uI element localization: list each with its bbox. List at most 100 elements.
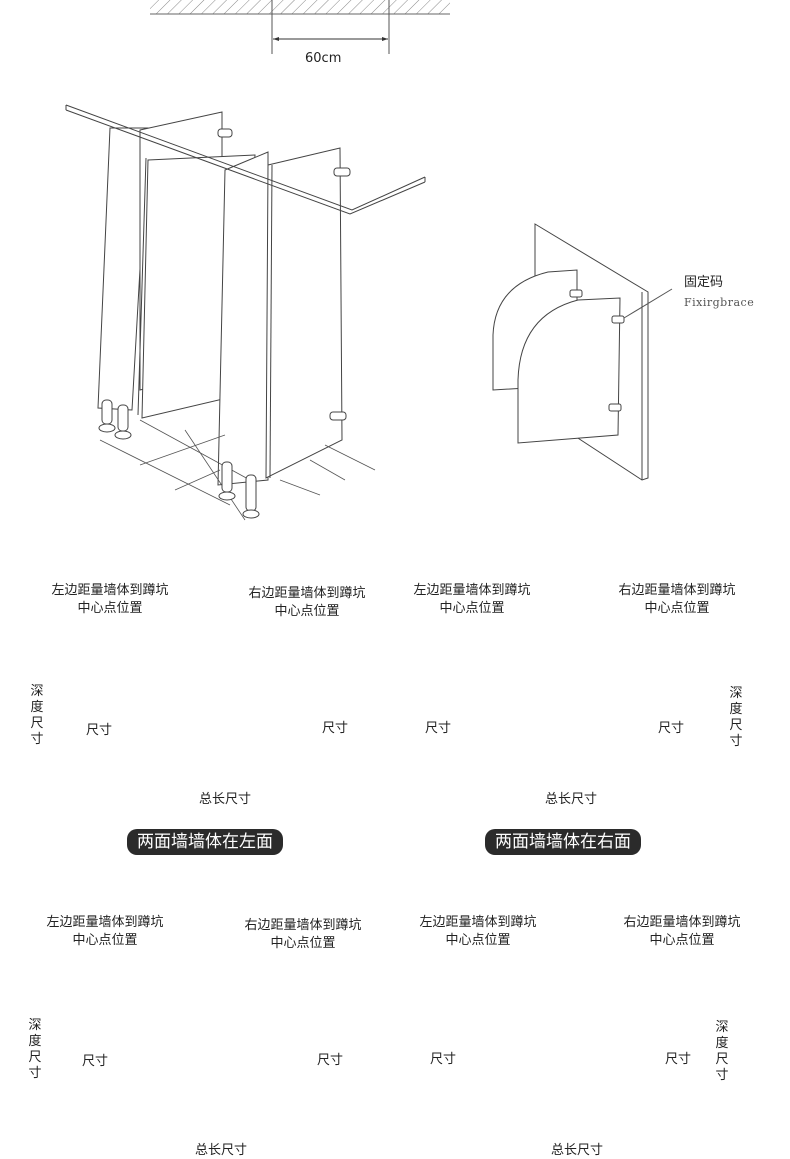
bracket-icon xyxy=(333,167,351,177)
curved-panel-front xyxy=(517,297,621,444)
d3-depth-label: 深度尺寸 xyxy=(28,1018,42,1081)
d1-left-size-arrow-head-left xyxy=(84,711,91,719)
middle-pilaster xyxy=(217,151,269,486)
bracket-icon xyxy=(569,289,583,298)
top-wall-dimension-drawing xyxy=(150,0,450,54)
d2-depth-label: 深度尺寸 xyxy=(729,686,743,749)
d2-left-note-line1: 左边距量墙体到蹲坑 xyxy=(413,583,531,598)
right-side-panel xyxy=(265,147,343,479)
d3-squat-toilet-3-break-mask xyxy=(273,1078,317,1100)
bracket-icon xyxy=(329,411,347,421)
bracket-icon xyxy=(217,128,233,138)
d2-squat-toilet-1 xyxy=(454,683,492,747)
d3-left-wall-upper xyxy=(56,981,79,1079)
d2-left-size-label: 尺寸 xyxy=(425,721,452,736)
d4-squat-toilet-3 xyxy=(624,1015,662,1075)
d2-left-note-arrow-head xyxy=(437,679,445,686)
d4-left-size-arrow-head-right xyxy=(467,1041,474,1049)
d3-left-note-arrow-head xyxy=(95,1011,103,1018)
d2-right-size-arrow-head-right xyxy=(684,711,691,719)
d4-total-label: 总长尺寸 xyxy=(550,1143,603,1158)
d4-depth-arrowhead xyxy=(705,1118,713,1126)
d1-top-wall-label: 墙体 xyxy=(211,652,238,667)
d1-total-label: 总长尺寸 xyxy=(198,792,251,807)
d3-right-note-line2: 中心点位置 xyxy=(270,936,336,951)
d3-left-wall-lower xyxy=(56,1098,79,1146)
d4-squat-toilet-2-lower-part xyxy=(543,1099,577,1109)
top-rail xyxy=(65,104,426,215)
d1-right-size-label: 尺寸 xyxy=(322,721,349,736)
d4-squat-toilet-1 xyxy=(459,1015,497,1075)
d3-squat-toilet-2 xyxy=(195,1015,233,1075)
d3-right-size-arrow-head-right xyxy=(341,1043,348,1051)
d4-squat-toilet-3-break-mask xyxy=(621,1078,665,1100)
fixing-brace-detail-drawing xyxy=(492,223,673,481)
d2-left-size-arrow-head-left xyxy=(422,711,429,719)
d1-depth-arrowhead xyxy=(48,768,56,776)
d2-total-label: 总长尺寸 xyxy=(544,792,597,807)
d4-top-wall-label: 墙体 xyxy=(552,984,579,999)
d2-caption-badge: 两面墙墙体在右面 xyxy=(485,829,641,855)
d2-right-note-line1: 右边距量墙体到蹲坑 xyxy=(618,583,736,598)
d3-left-size-arrow-head-right xyxy=(120,1043,127,1051)
d2-right-size-label: 尺寸 xyxy=(658,721,685,736)
d1-right-size-arrow-head-right xyxy=(346,711,353,719)
d4-squat-toilet-2 xyxy=(541,1015,579,1075)
d4-squat-toilet-2-break-mask xyxy=(538,1078,582,1100)
d3-squat-toilet-1 xyxy=(113,1015,151,1075)
d3-right-note-arrow-head xyxy=(327,1011,335,1018)
d2-left-size-arrow-head-right xyxy=(461,711,468,719)
d4-right-size-label: 尺寸 xyxy=(665,1052,692,1067)
d2-depth-arrowhead xyxy=(720,767,728,775)
d3-squat-toilet-1-break-mask xyxy=(110,1078,154,1100)
d2-left-note-line2: 中心点位置 xyxy=(439,601,505,616)
d2-right-size-arrow-head-left xyxy=(641,711,648,719)
d4-right-note-arrow-head xyxy=(674,1011,682,1018)
d3-right-note-line1: 右边距量墙体到蹲坑 xyxy=(244,918,362,933)
d3-right-wall-upper xyxy=(349,981,372,1079)
d3-total-label: 总长尺寸 xyxy=(194,1143,247,1158)
d3-top-wall-label: 墙体 xyxy=(207,985,234,1000)
d4-left-note-line1: 左边距量墙体到蹲坑 xyxy=(419,915,537,930)
d2-right-note-line2: 中心点位置 xyxy=(644,601,710,616)
d2-squat-toilet-3 xyxy=(619,683,657,747)
d4-left-note-arrow-head xyxy=(443,1011,451,1018)
d1-left-note-line1: 左边距量墙体到蹲坑 xyxy=(51,583,169,598)
bracket-icon xyxy=(608,403,622,412)
d4-right-note-line2: 中心点位置 xyxy=(649,933,715,948)
d3-squat-toilet-1-lower-part xyxy=(115,1099,149,1109)
d3-left-size-arrow-head-left xyxy=(80,1043,87,1051)
d1-right-note-line2: 中心点位置 xyxy=(274,604,340,619)
d3-left-note-line2: 中心点位置 xyxy=(72,933,138,948)
partition-3d-drawing xyxy=(65,104,426,521)
fixing-brace-label-en: Fixirgbrace xyxy=(684,296,755,309)
d3-squat-toilet-2-break-mask xyxy=(192,1078,236,1100)
d4-depth-label: 深度尺寸 xyxy=(715,1020,729,1083)
dimension-60cm-label: 60cm xyxy=(305,51,342,66)
d1-left-size-arrow-head-right xyxy=(124,711,131,719)
d1-side-wall-label: 墙体 xyxy=(64,700,78,730)
d3-right-wall-lower xyxy=(349,1098,372,1146)
d1-squat-toilet-3 xyxy=(283,683,321,747)
d4-left-size-label: 尺寸 xyxy=(430,1052,457,1067)
d3-squat-toilet-3-lower-part xyxy=(278,1099,312,1109)
d3-left-note-line1: 左边距量墙体到蹲坑 xyxy=(46,915,164,930)
d1-left-note-arrow-head xyxy=(99,679,107,686)
left-side-panel xyxy=(97,127,149,411)
d1-squat-toilet-2 xyxy=(200,683,238,747)
hatched-wall xyxy=(150,0,450,14)
d4-squat-toilet-1-break-mask xyxy=(456,1078,500,1100)
d2-top-wall-label: 墙体 xyxy=(558,651,585,666)
d1-right-note-line1: 右边距量墙体到蹲坑 xyxy=(248,586,366,601)
d3-squat-toilet-2-lower-part xyxy=(197,1099,231,1109)
d3-right-wall-label: 墙体 xyxy=(354,1033,368,1063)
d4-right-size-arrow-head-left xyxy=(648,1041,655,1049)
d3-left-size-label: 尺寸 xyxy=(82,1054,109,1069)
d4-break-gap xyxy=(426,1079,702,1097)
d4-left-size-arrow-head-left xyxy=(428,1041,435,1049)
d3-right-size-label: 尺寸 xyxy=(317,1053,344,1068)
bracket-icon xyxy=(611,315,625,324)
d1-left-size-label: 尺寸 xyxy=(86,723,113,738)
fixing-brace-label-cn: 固定码 xyxy=(684,275,724,290)
d1-right-note-arrow-head xyxy=(330,679,338,686)
